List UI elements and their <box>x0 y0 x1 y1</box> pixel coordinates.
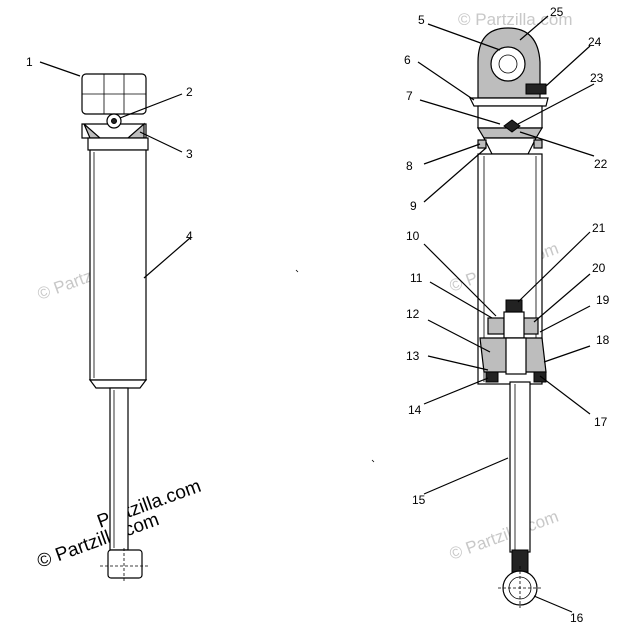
section-shaft <box>509 381 531 553</box>
watermark-bottom-right: © Partzilla.com <box>447 507 561 564</box>
callout-24: 24 <box>588 35 602 49</box>
callout-25: 25 <box>550 5 564 19</box>
callout-15: 15 <box>412 493 426 507</box>
callout-7: 7 <box>406 89 413 103</box>
piston-nut <box>505 299 523 313</box>
callout-13: 13 <box>406 349 420 363</box>
callout-20: 20 <box>592 261 606 275</box>
sectional-shock <box>469 27 549 608</box>
reservoir-fitting <box>525 83 547 95</box>
callout-3: 3 <box>186 147 193 161</box>
callout-8: 8 <box>406 159 413 173</box>
callout-12: 12 <box>406 307 420 321</box>
callout-10: 10 <box>406 229 420 243</box>
callout-1: 1 <box>26 55 33 69</box>
floating-piston <box>483 137 537 155</box>
assembled-shock <box>81 73 150 582</box>
callout-2: 2 <box>186 85 193 99</box>
callout-22: 22 <box>594 157 608 171</box>
callouts: 1 2 3 4 5 6 7 8 9 10 11 12 13 14 15 16 1… <box>26 5 610 622</box>
callout-16: 16 <box>570 611 584 622</box>
bottom-seal <box>88 379 148 389</box>
shaft <box>109 387 129 551</box>
shock-body <box>89 149 147 381</box>
callout-14: 14 <box>408 403 422 417</box>
callout-9: 9 <box>410 199 417 213</box>
callout-17: 17 <box>594 415 608 429</box>
lower-eyelet <box>107 549 143 579</box>
leader-lines <box>39 15 595 613</box>
callout-18: 18 <box>596 333 610 347</box>
piston-left <box>487 317 505 335</box>
callout-4: 4 <box>186 229 193 243</box>
body-cap <box>87 137 149 151</box>
callout-23: 23 <box>590 71 604 85</box>
callout-6: 6 <box>404 53 411 67</box>
callout-11: 11 <box>410 271 423 285</box>
watermark-top: © Partzilla.com <box>458 10 573 29</box>
callout-19: 19 <box>596 293 610 307</box>
callout-5: 5 <box>418 13 425 27</box>
callout-21: 21 <box>592 221 606 235</box>
cap-flange <box>469 97 549 107</box>
